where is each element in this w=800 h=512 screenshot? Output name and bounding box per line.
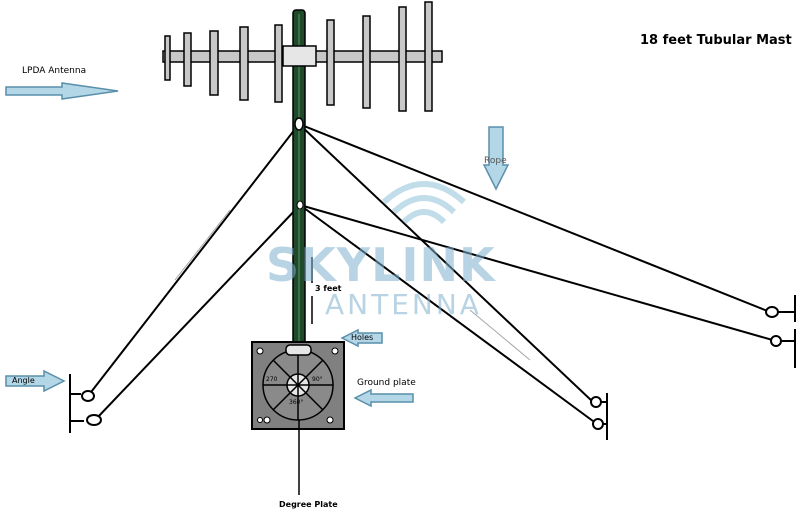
ground-plate-label: Ground plate [357, 378, 416, 388]
left-stakes [69, 374, 102, 433]
holes-arrow-icon [340, 328, 383, 348]
middle-stakes [590, 393, 608, 440]
degree-mark-270: 270 [266, 376, 278, 383]
callout-arrows [5, 82, 510, 408]
degree-mark-360: 360° [289, 399, 304, 406]
degree-mark-90: 90° [312, 376, 323, 383]
degree-plate [262, 349, 334, 421]
watermark-wifi-icon [381, 181, 467, 225]
mast-collar [285, 344, 312, 356]
degree-plate-label: Degree Plate [279, 500, 338, 509]
ground-plate-arrow-icon [353, 388, 414, 408]
angle-label: Angle [12, 376, 35, 385]
angle-arrow-icon [5, 369, 66, 393]
holes-label: Holes [351, 333, 374, 342]
right-stakes [765, 295, 796, 368]
lpda-antenna [162, 1, 443, 112]
lpda-label: LPDA Antenna [22, 66, 87, 76]
rope-label: Rope [484, 156, 507, 166]
watermark-brand: SKYLINK [266, 238, 496, 292]
three-feet-label: 3 feet [315, 284, 342, 293]
diagram-title: 18 feet Tubular Mast [640, 33, 792, 48]
guy-ropes [87, 123, 777, 425]
rope-shading [174, 209, 531, 361]
rope-arrow-icon [482, 126, 510, 191]
watermark-sub: ANTENNA [325, 288, 482, 321]
lpda-arrow-icon [5, 82, 119, 100]
